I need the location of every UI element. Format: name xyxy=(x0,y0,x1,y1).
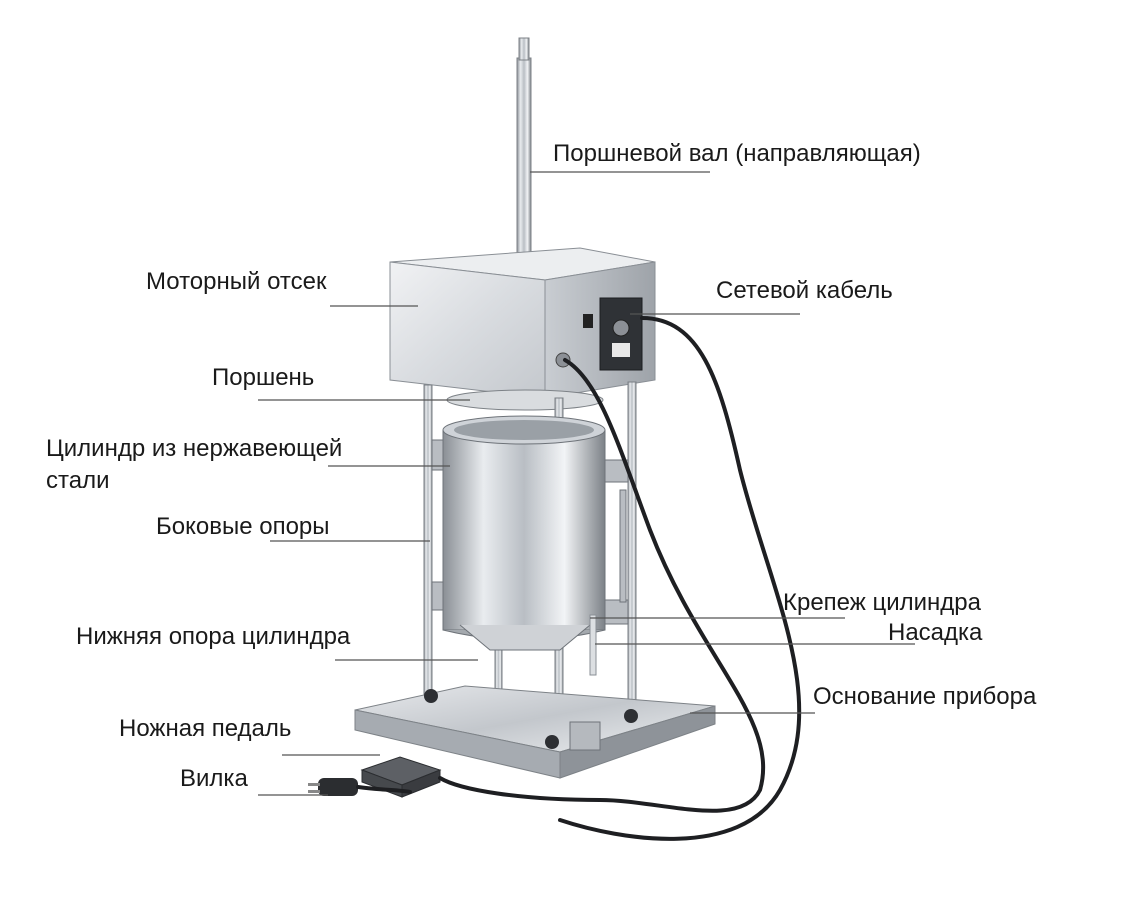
nozzle xyxy=(589,614,597,676)
label-piston-shaft: Поршневой вал (направляющая) xyxy=(553,140,921,167)
stainless-cylinder xyxy=(442,415,606,641)
piston-shaft xyxy=(516,37,532,269)
label-device-base: Основание прибора xyxy=(813,683,1037,710)
leader-lines xyxy=(258,171,915,796)
label-nozzle: Насадка xyxy=(888,619,983,646)
label-side-supports: Боковые опоры xyxy=(156,513,330,540)
cables xyxy=(356,316,802,841)
label-cylinder-line1: Цилиндр из нержавеющей xyxy=(46,435,343,462)
device-base xyxy=(354,685,716,779)
label-lower-cylinder-support: Нижняя опора цилиндра xyxy=(76,623,351,650)
label-motor-compartment: Моторный отсек xyxy=(146,268,327,295)
plug xyxy=(308,778,358,796)
motor-housing xyxy=(389,247,656,399)
label-cylinder-line2: стали xyxy=(46,467,110,494)
label-plug: Вилка xyxy=(180,765,248,792)
lower-cylinder-support xyxy=(459,624,591,651)
label-cylinder-clamp: Крепеж цилиндра xyxy=(783,589,981,616)
label-piston: Поршень xyxy=(212,364,315,391)
piston-plate xyxy=(446,389,604,411)
label-foot-pedal: Ножная педаль xyxy=(119,715,292,742)
label-power-cable: Сетевой кабель xyxy=(716,277,893,304)
